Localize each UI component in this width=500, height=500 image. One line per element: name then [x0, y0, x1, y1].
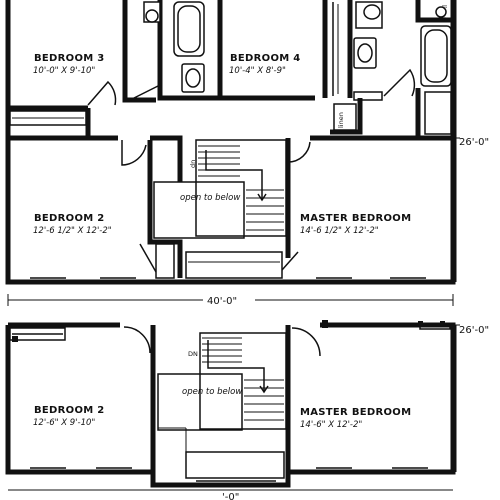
sink [357, 43, 373, 63]
closet [185, 251, 283, 279]
stair-direction-arrow [207, 340, 265, 392]
closet [424, 91, 452, 135]
stairwell [195, 139, 287, 237]
stair-dn-label: dn [189, 160, 197, 168]
windows [30, 467, 428, 482]
wall [122, 0, 156, 103]
open-to-below-text: open to below [180, 193, 240, 203]
bedroom-2-size: 12'-6 1/2" X 12'-2" [33, 226, 112, 236]
linen-wall [415, 0, 453, 23]
master-bedroom-label: MASTER BEDROOM [300, 407, 411, 418]
master-bedroom-label: MASTER BEDROOM [300, 213, 411, 224]
door-swing [87, 80, 117, 106]
toilet [363, 4, 381, 20]
bedroom-3-label: BEDROOM 3 [34, 53, 105, 64]
wall [147, 140, 183, 278]
wall-stub [440, 321, 445, 327]
wall-stub [322, 320, 328, 328]
open-to-below-area [153, 181, 245, 239]
open-to-below-area [157, 373, 243, 431]
door-swing [129, 84, 161, 101]
door-swing [291, 327, 321, 357]
stair-treads [202, 337, 284, 421]
bedroom-4-size: 10'-4" X 8'-9" [229, 66, 286, 76]
left-wing-wall [5, 325, 156, 475]
dimension-label-bg [203, 293, 255, 307]
depth-dimension-bottom: 26'-0" [459, 325, 489, 336]
wall [415, 88, 453, 141]
stair-dn-label: DN [188, 350, 198, 358]
closet [9, 327, 66, 341]
open-to-below-label: open to below [180, 193, 240, 203]
stair-treads [198, 145, 284, 231]
linen-label-left: linen [337, 112, 345, 128]
upper-floor-plan-b: DN BEDROOM 2 12'-6" X 9'-10" MASTER BEDR… [5, 320, 489, 500]
center-wall [150, 325, 291, 488]
toilet [145, 9, 159, 23]
bottom-dimension-partial: '-0" [222, 492, 239, 500]
bedroom-2-size: 12'-6" X 9'-10" [33, 418, 95, 428]
bath-wall [157, 0, 223, 101]
closet [185, 451, 285, 479]
linen-closet [333, 103, 357, 131]
width-dimension: 40'-0" [7, 293, 454, 307]
open-to-below-label: open to below [182, 387, 242, 397]
depth-dimension-top: 26'-0" [459, 137, 489, 148]
width-dimension-label: 40'-0" [207, 296, 237, 307]
upper-floor-plan-a: linen linen [5, 0, 489, 285]
bedroom-2-label: BEDROOM 2 [34, 405, 105, 416]
door-swing [383, 68, 416, 97]
bedroom-2-label: BEDROOM 2 [34, 213, 105, 224]
bathtub-basin [424, 29, 448, 83]
master-bedroom-size: 14'-6" X 12'-2" [300, 420, 362, 430]
right-wing-wall [288, 322, 456, 475]
closet-corner [12, 336, 18, 342]
master-bedroom-size: 14'-6 1/2" X 12'-2" [300, 226, 379, 236]
door-swing [287, 140, 311, 163]
wall-stub [418, 321, 423, 327]
fixture [435, 6, 447, 18]
bedroom-3-size: 10'-0" X 9'-10" [33, 66, 95, 76]
stair-direction-arrow [205, 150, 263, 200]
arrowhead [257, 193, 267, 202]
bedroom-4-label: BEDROOM 4 [230, 53, 301, 64]
wall [330, 98, 363, 135]
door-swing [123, 326, 151, 354]
sink [185, 68, 201, 88]
door-swing [121, 140, 147, 166]
closet [155, 243, 175, 279]
exterior-wall [5, 0, 456, 285]
closet-door [281, 251, 299, 271]
wall [150, 135, 183, 182]
stairwell [199, 332, 287, 430]
closet-door [139, 243, 157, 273]
closet [353, 91, 383, 101]
arrowhead [259, 385, 269, 394]
bathtub-basin [177, 5, 201, 53]
